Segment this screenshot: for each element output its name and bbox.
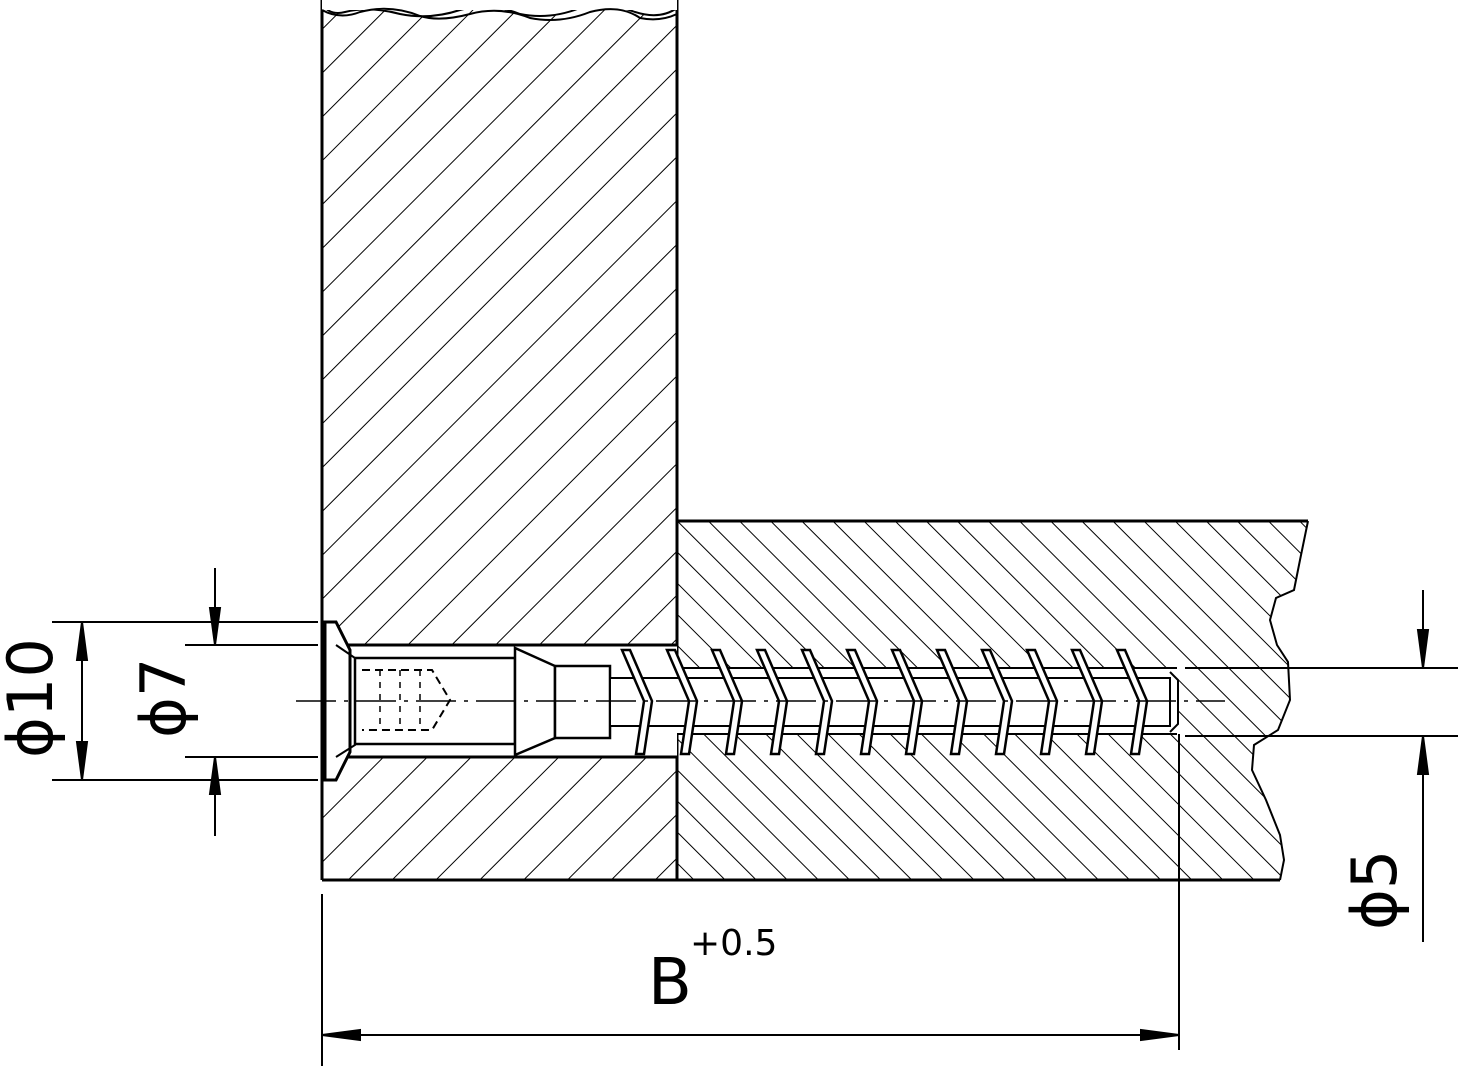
dimension-d7 xyxy=(185,568,318,836)
label-d7: ϕ7 xyxy=(127,658,200,738)
dimension-d5 xyxy=(1185,590,1458,942)
label-d10: ϕ10 xyxy=(0,638,67,758)
label-b: B xyxy=(648,946,692,1020)
label-b-tolerance: +0.5 xyxy=(690,923,777,964)
label-d5: ϕ5 xyxy=(1338,850,1411,930)
dimension-b xyxy=(321,734,1180,1066)
screw-threads xyxy=(620,648,1149,756)
